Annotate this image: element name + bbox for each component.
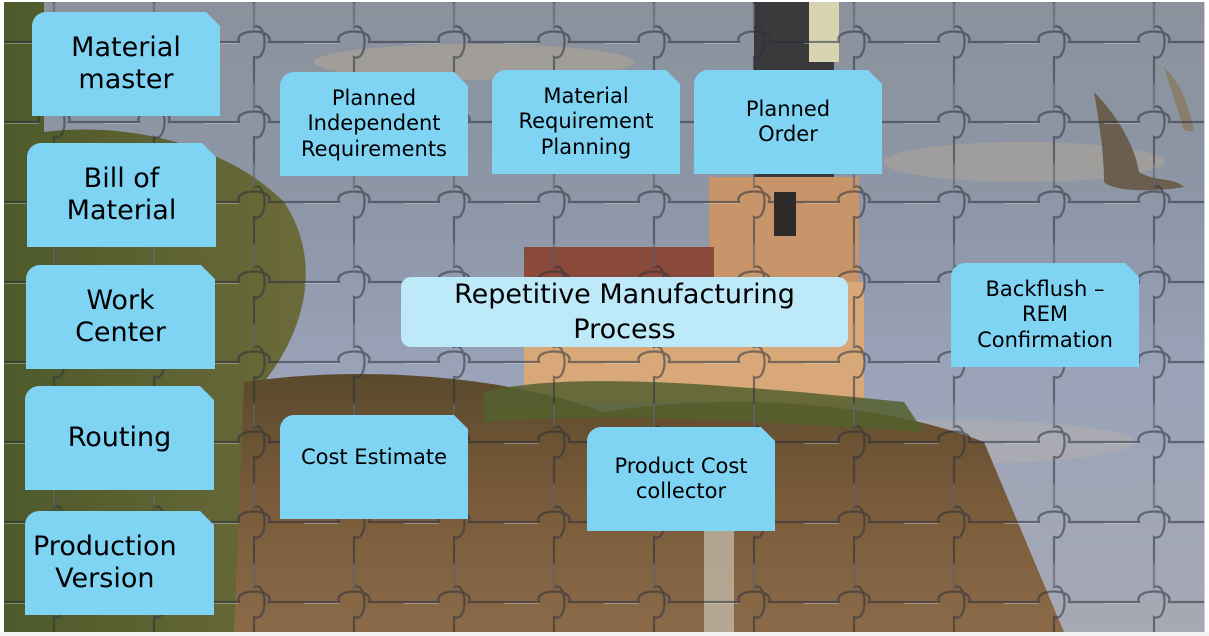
cost-estimate-box: Cost Estimate bbox=[280, 415, 468, 519]
material-master-box: Material master bbox=[32, 12, 220, 116]
routing-box: Routing bbox=[25, 386, 214, 490]
material-requirement-planning-box: Material Requirement Planning bbox=[492, 70, 680, 174]
backflush-rem-confirmation-label: Backflush – REM Confirmation bbox=[977, 277, 1113, 352]
material-requirement-planning-label: Material Requirement Planning bbox=[518, 84, 654, 159]
work-center-box: Work Center bbox=[26, 265, 215, 369]
process-title: Repetitive Manufacturing Process bbox=[454, 278, 795, 345]
backflush-rem-confirmation-box: Backflush – REM Confirmation bbox=[951, 263, 1139, 367]
planned-independent-requirements-label: Planned Independent Requirements bbox=[301, 86, 447, 161]
work-center-label: Work Center bbox=[75, 284, 166, 348]
material-master-label: Material master bbox=[71, 31, 181, 95]
planned-order-label: Planned Order bbox=[745, 96, 831, 146]
slide-bottom-edge bbox=[0, 632, 1209, 636]
planned-order-box: Planned Order bbox=[694, 70, 882, 174]
production-version-label: Production Version bbox=[33, 530, 177, 594]
bill-of-material-label: Bill of Material bbox=[66, 162, 177, 226]
production-version-box: Production Version bbox=[25, 511, 214, 615]
routing-label: Routing bbox=[67, 421, 172, 453]
bill-of-material-box: Bill of Material bbox=[27, 143, 216, 247]
product-cost-collector-label: Product Cost collector bbox=[614, 453, 748, 503]
slide-canvas: Material master Bill of Material Work Ce… bbox=[4, 2, 1205, 632]
product-cost-collector-box: Product Cost collector bbox=[587, 427, 775, 531]
cost-estimate-label: Cost Estimate bbox=[300, 445, 448, 469]
planned-independent-requirements-box: Planned Independent Requirements bbox=[280, 72, 468, 176]
process-title-box: Repetitive Manufacturing Process bbox=[401, 277, 848, 347]
